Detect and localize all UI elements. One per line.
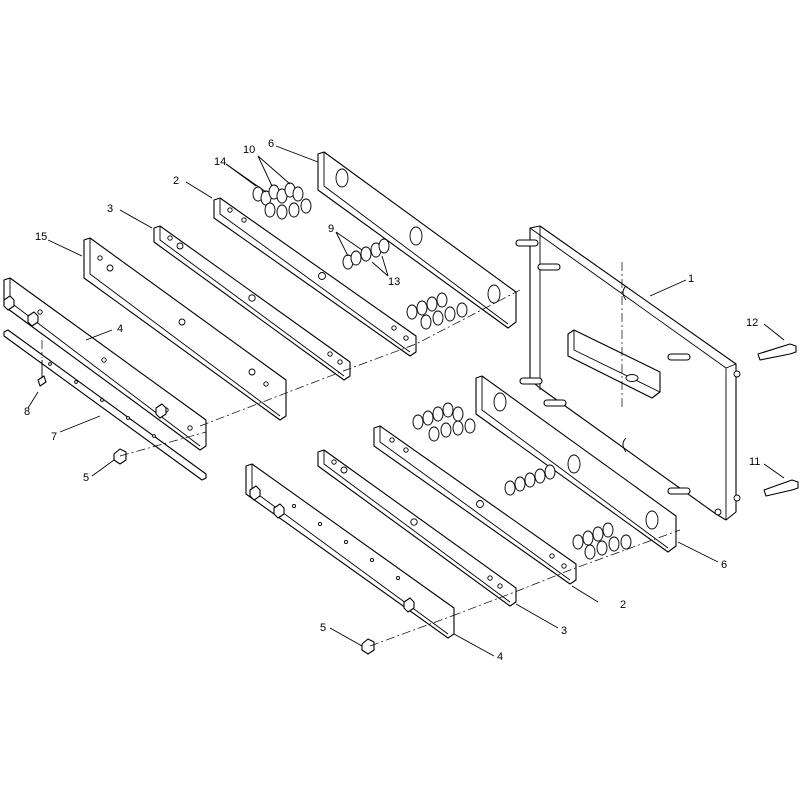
callout-8: 8 [24,406,30,418]
callout-6: 6 [268,138,274,150]
callout-4: 4 [497,651,503,663]
nut-part-5-left [113,448,127,465]
nut-part-5-lower [361,638,375,655]
bar-part-4-left [3,277,207,451]
callout-3: 3 [561,625,567,637]
callout-11: 11 [749,456,760,468]
callout-2: 2 [620,599,626,611]
bar-part-4-lower [245,463,455,639]
plate-part-6-upper [317,151,517,329]
callout-3: 3 [107,203,113,215]
callout-labels: 1 2 2 3 3 4 4 5 5 6 6 7 8 9 10 11 12 13 … [24,138,760,663]
leader-lines [27,145,785,657]
bar-part-3-upper [153,225,351,381]
washer-stacks [252,182,632,560]
callout-9: 9 [328,223,334,235]
bolt-part-12 [757,343,797,361]
mount-plate-part-1 [515,225,741,521]
bolt-part-11 [763,479,799,497]
bar-part-2-lower [373,425,577,585]
plate-part-15 [83,237,287,421]
screw-part-8 [37,360,47,387]
callout-4: 4 [117,323,123,335]
callout-12: 12 [746,317,758,329]
callout-13: 13 [388,276,400,288]
bar-part-3-lower [317,449,517,607]
callout-14: 14 [214,156,226,168]
bar-part-2-upper [213,197,417,357]
callout-2: 2 [173,175,179,187]
callout-15: 15 [35,231,47,243]
callout-5: 5 [320,622,326,634]
plate-part-6-lower [475,375,677,553]
callout-10: 10 [243,144,255,156]
callout-7: 7 [51,431,57,443]
callout-5: 5 [83,472,89,484]
callout-1: 1 [688,273,694,285]
strip-part-7 [3,329,207,481]
assembly-center-lines [41,289,681,647]
callout-6: 6 [721,559,727,571]
